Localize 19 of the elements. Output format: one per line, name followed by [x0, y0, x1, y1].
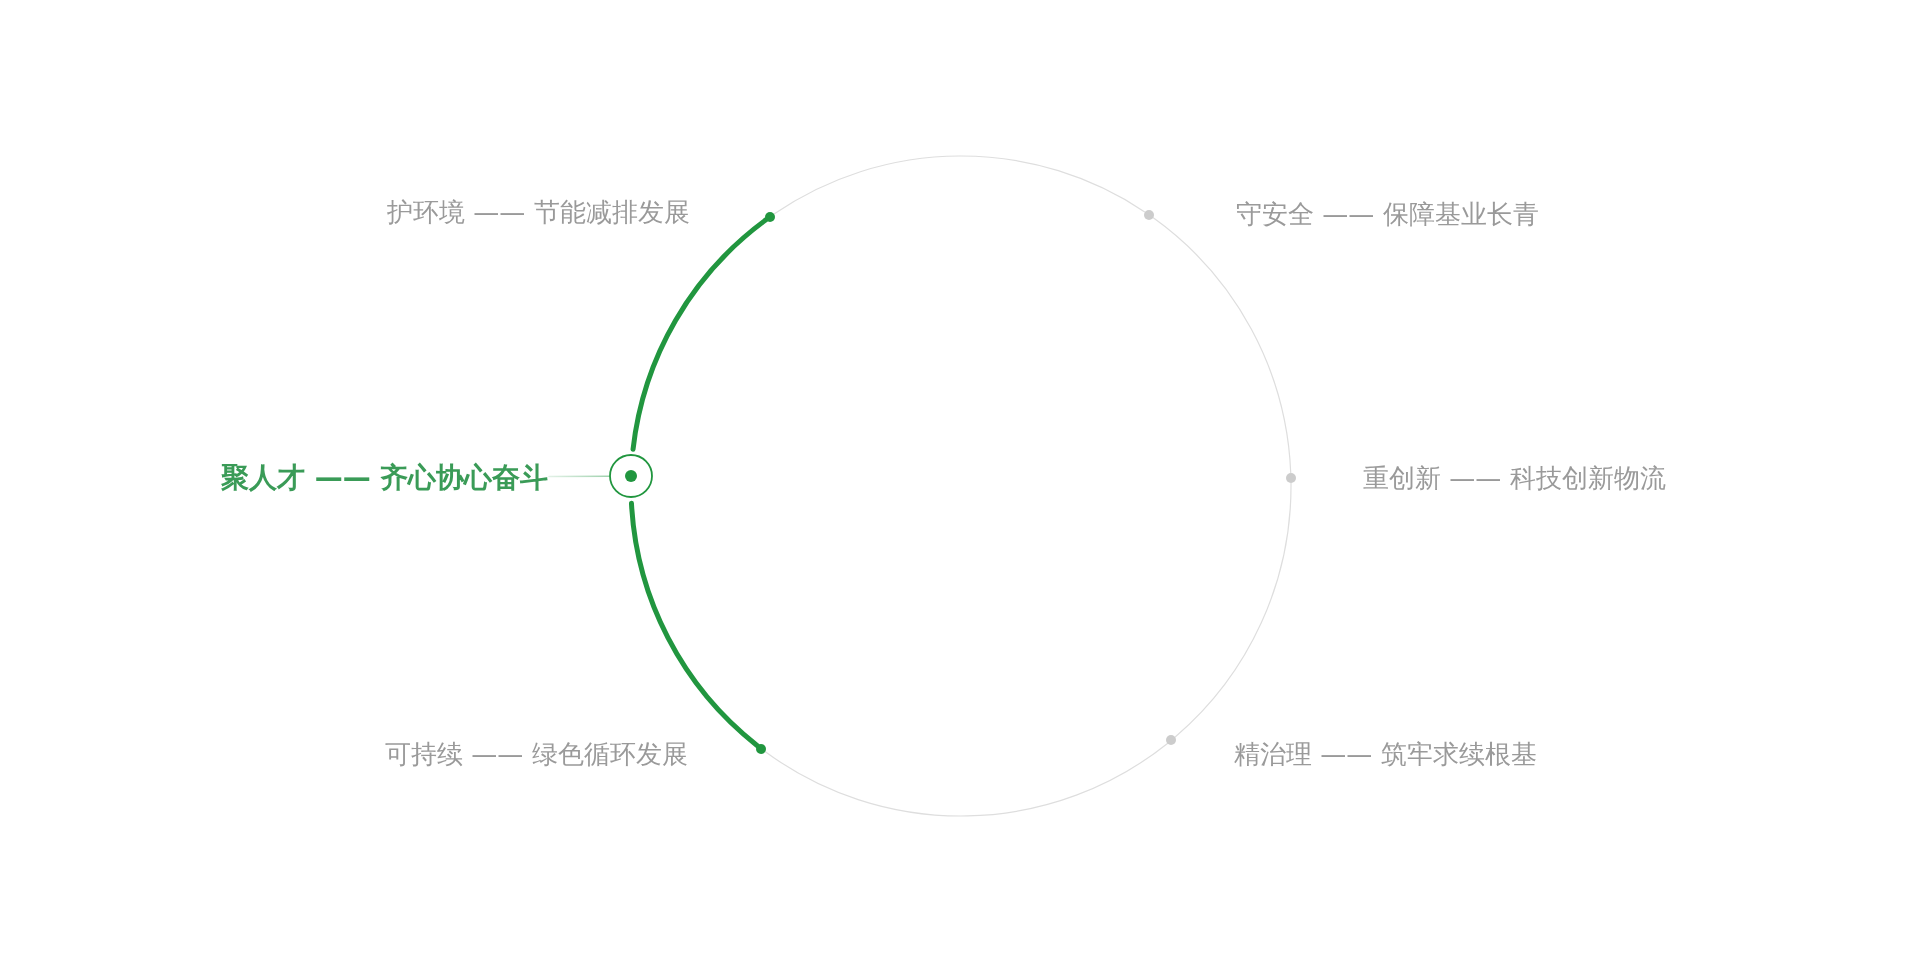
- topic-label: 守安全 —— 保障基业长青: [1236, 197, 1539, 230]
- dot-icon: [1143, 209, 1154, 220]
- dot-icon: [765, 211, 776, 222]
- dot-icon: [1166, 735, 1177, 746]
- topic-label: 护环境 —— 节能减排发展: [387, 195, 690, 228]
- topic-label: 精治理 —— 筑牢求续根基: [1234, 737, 1537, 770]
- topic-label: 聚人才 —— 齐心协心奋斗: [221, 459, 549, 495]
- ring-arc: [630, 217, 769, 452]
- dot-icon: [1285, 472, 1296, 483]
- leader-line: [548, 475, 610, 478]
- ring-dot-icon: [609, 454, 654, 499]
- dot-icon: [756, 743, 766, 754]
- ring-arc: [764, 742, 1169, 817]
- ring-arc: [628, 500, 760, 748]
- ring-arc: [1152, 216, 1292, 474]
- topic-label: 可持续 —— 绿色循环发展: [385, 737, 688, 770]
- topic-label: 重创新 —— 科技创新物流: [1363, 461, 1666, 494]
- ring-arc: [1174, 482, 1292, 738]
- ring-arc: [773, 155, 1146, 215]
